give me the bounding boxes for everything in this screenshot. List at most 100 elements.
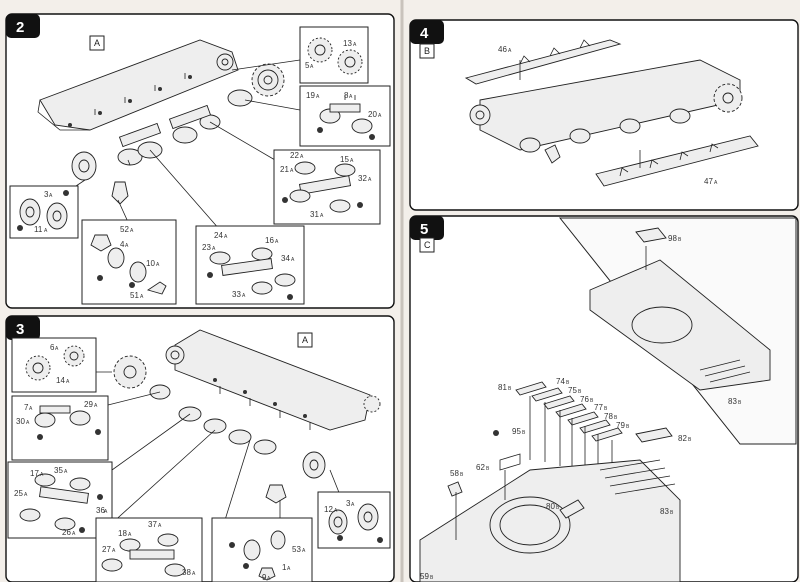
step-3-badge <box>6 316 40 340</box>
lower-track-guard <box>595 135 759 187</box>
part-label-suffix: A <box>351 502 355 508</box>
part-label-suffix: A <box>49 193 53 199</box>
part-label-suffix: A <box>291 257 295 263</box>
detail-box-bogie-assembly: 22 A 15 A 21 A 32 A 31 A <box>273 149 381 225</box>
step-2-sprocket <box>251 63 285 97</box>
step-5-section-box <box>419 237 435 253</box>
part-label: 33 <box>232 290 241 299</box>
part-label: 79 <box>616 421 625 430</box>
part-label-suffix: B <box>430 575 434 581</box>
part-label-suffix: A <box>192 571 196 577</box>
part-label-suffix: A <box>316 94 320 100</box>
part-label-suffix: A <box>714 180 718 186</box>
part-label: 20 <box>368 110 377 119</box>
part-label: 22 <box>290 151 299 160</box>
part-label-suffix: B <box>626 424 630 430</box>
part-label-suffix: A <box>24 492 28 498</box>
part-label-suffix: B <box>738 400 742 406</box>
detail-box-road-wheel: 3 A 11 A <box>9 185 79 239</box>
part-label: 77 <box>594 403 603 412</box>
step-3-number: 3 <box>16 321 24 338</box>
part-label: 30 <box>16 417 25 426</box>
part-label-suffix: A <box>125 243 129 249</box>
part-label: 82 <box>678 434 687 443</box>
part-label: 78 <box>604 412 613 421</box>
step-3-sprocket <box>113 355 147 389</box>
lower-hull-deck <box>419 459 681 582</box>
part-label-suffix: B <box>670 510 674 516</box>
part-label-suffix: A <box>72 531 76 537</box>
part-label-suffix: A <box>140 294 144 300</box>
part-label-suffix: A <box>508 48 512 54</box>
detail-box-sprocket: 13 A 5 A <box>299 26 369 84</box>
step-2-panel: 2 A <box>5 13 395 309</box>
part-label: 83 <box>660 507 669 516</box>
step-5-section-letter: C <box>424 240 431 250</box>
step-4-number: 4 <box>420 25 429 42</box>
part-label: 23 <box>202 243 211 252</box>
part-label: 47 <box>704 177 713 186</box>
part-label: 36 <box>96 506 105 515</box>
part-label-suffix: A <box>300 154 304 160</box>
part-label: 25 <box>14 489 23 498</box>
part-label: 1 <box>282 563 287 572</box>
part-label-suffix: A <box>156 262 160 268</box>
part-label-suffix: A <box>40 472 44 478</box>
part-label: 27 <box>102 545 111 554</box>
detail-box-hub: 52 A 4 A 10 A 51 A <box>81 219 177 305</box>
part-label: 3 <box>44 190 49 199</box>
part-label: 21 <box>280 165 289 174</box>
part-label: 19 <box>306 91 315 100</box>
part-label-suffix: A <box>55 346 59 352</box>
part-label: 34 <box>281 254 290 263</box>
part-label-suffix: A <box>302 548 306 554</box>
upper-track-guard <box>464 39 622 85</box>
part-label: 24 <box>214 231 223 240</box>
upper-deck-plate <box>589 227 771 391</box>
part-label: 74 <box>556 377 565 386</box>
part-label: 4 <box>120 240 125 249</box>
part-label-suffix: B <box>522 430 526 436</box>
detail-box-rear-bogie: 24 A 16 A 23 A 34 A 33 A <box>195 225 305 305</box>
part-label: 18 <box>118 529 127 538</box>
step-4-section-letter: B <box>424 46 430 56</box>
handle-part <box>493 430 521 471</box>
part-label-suffix: A <box>320 213 324 219</box>
part-label-suffix: A <box>368 177 372 183</box>
part-label: 15 <box>340 155 349 164</box>
part-label-suffix: B <box>614 415 618 421</box>
part-label: 38 <box>182 568 191 577</box>
part-label-suffix: B <box>578 389 582 395</box>
part-label: 51 <box>130 291 139 300</box>
detail-box-bogie-assembly-3: 17 A 35 A 25 A 36 A 26 A <box>7 461 113 539</box>
part-label-suffix: A <box>26 420 30 426</box>
part-label-suffix: A <box>128 532 132 538</box>
step-3-hull <box>165 329 381 431</box>
part-label: 81 <box>498 383 507 392</box>
detail-box-rear-bogie-3: 18 A 37 A 27 A 38 A <box>95 517 203 582</box>
part-label-suffix: A <box>242 293 246 299</box>
part-label-suffix: A <box>290 168 294 174</box>
part-label-suffix: A <box>44 228 48 234</box>
part-label-suffix: A <box>287 566 291 572</box>
part-label-suffix: B <box>688 437 692 443</box>
part-label: 9 <box>262 573 267 582</box>
part-label: 13 <box>343 39 352 48</box>
part-label: 11 <box>34 225 43 234</box>
step-5-number: 5 <box>420 221 428 238</box>
part-label-suffix: B <box>678 237 682 243</box>
part-label-suffix: A <box>64 469 68 475</box>
part-label-suffix: A <box>104 509 108 515</box>
part-label: 83 <box>728 397 737 406</box>
part-label-suffix: A <box>212 246 216 252</box>
part-label-suffix: A <box>350 158 354 164</box>
part-label-suffix: A <box>94 403 98 409</box>
part-label: 52 <box>120 225 129 234</box>
step-3-panel: 3 A 6 A 14 <box>5 315 395 582</box>
step-2-hull <box>37 39 239 131</box>
part-label-suffix: A <box>130 228 134 234</box>
part-label: 3 <box>346 499 351 508</box>
part-label: 98 <box>668 234 677 243</box>
